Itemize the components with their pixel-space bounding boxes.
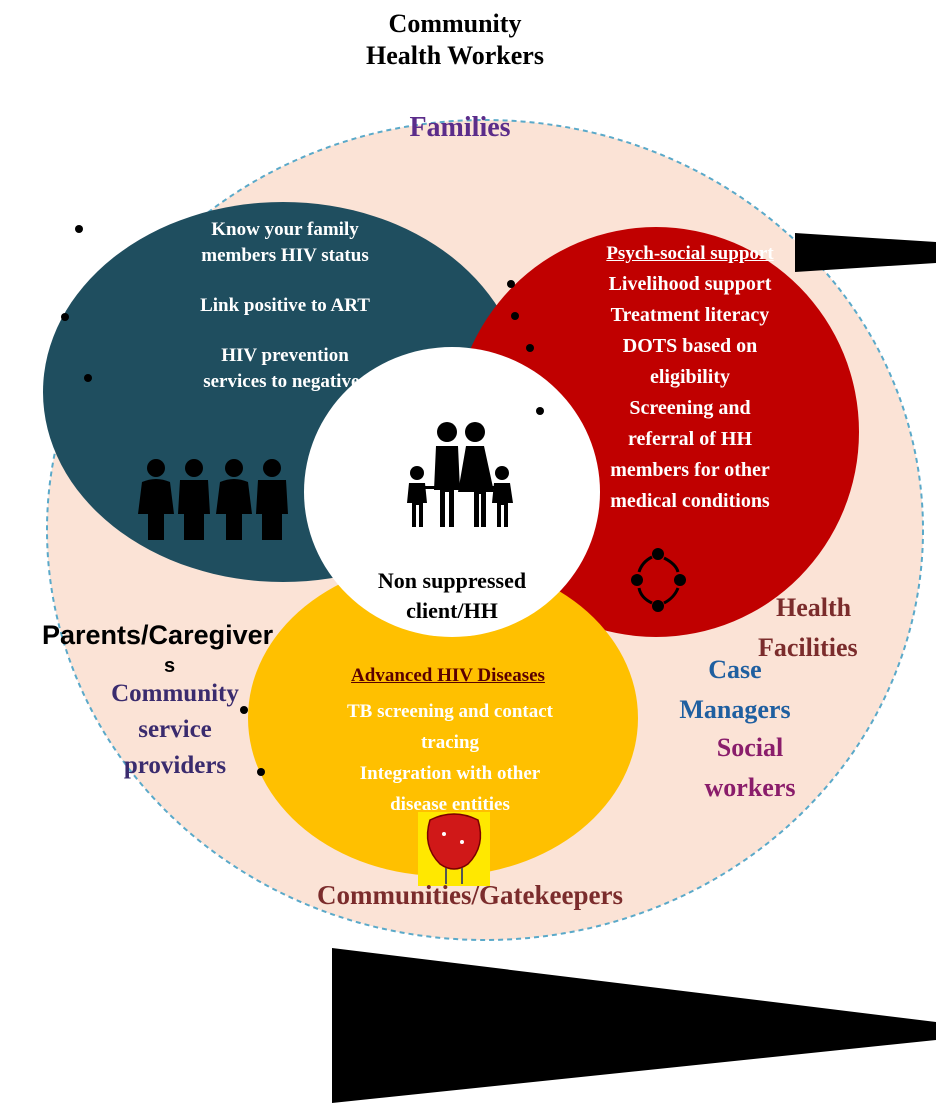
community-providers-label: Community service providers	[90, 676, 260, 784]
red-heading: Psych-social support	[606, 243, 774, 264]
blue-circle-text: Know your family members HIV status Link…	[150, 217, 420, 395]
top-arrow-wedge	[795, 233, 936, 272]
yellow-item: tracing	[420, 732, 480, 753]
bullet-dot	[61, 313, 69, 321]
people-group-icon	[138, 459, 288, 540]
providers-line-2: service	[138, 716, 212, 743]
red-item: Livelihood support	[608, 273, 772, 295]
top-title-line-2: Health Workers	[366, 41, 544, 70]
red-item: Treatment literacy	[610, 304, 770, 326]
case-managers-label: Case Managers	[660, 650, 810, 730]
red-item: eligibility	[650, 366, 730, 388]
bullet-dot	[536, 407, 544, 415]
center-label-line-2: client/HH	[406, 598, 498, 623]
family-icon	[407, 422, 513, 527]
red-badge-icon	[418, 812, 490, 886]
yellow-item: disease entities	[390, 794, 510, 815]
providers-line-3: providers	[123, 752, 227, 779]
blue-item: Link positive to ART	[200, 295, 370, 316]
center-label: Non suppressed client/HH	[340, 566, 564, 626]
facilities-line-1: Health	[776, 593, 852, 622]
red-circle-text: Psych-social support Livelihood support …	[560, 238, 820, 517]
red-item: members for other	[610, 459, 770, 481]
yellow-circle-heading: Advanced HIV Diseases	[351, 665, 545, 686]
bullet-dot	[507, 280, 515, 288]
yellow-circle	[248, 560, 638, 876]
bullet-dot	[511, 312, 519, 320]
communities-gatekeepers-label: Communities/Gatekeepers	[317, 880, 623, 910]
bullet-dot	[75, 225, 83, 233]
top-title: Community Health Workers	[305, 8, 605, 72]
red-item: Screening and	[629, 397, 751, 419]
yellow-circle-text: TB screening and contact tracing Integra…	[290, 696, 610, 820]
bullet-dot	[257, 768, 265, 776]
facilities-line-2: Facilities	[758, 633, 858, 662]
bullet-dot	[526, 344, 534, 352]
blue-item: Know your family	[211, 219, 359, 240]
blue-item: members HIV status	[201, 245, 369, 266]
parents-caregivers-label: Parents/Caregiver s	[42, 615, 302, 677]
red-item: referral of HH	[627, 428, 752, 450]
bottom-arrow-wedge	[332, 948, 936, 1103]
parents-line-1: Parents/Caregiver	[42, 620, 274, 650]
bullet-dot	[240, 706, 248, 714]
red-item: DOTS based on	[622, 335, 758, 357]
health-facilities-label: Health Facilities	[756, 588, 896, 668]
blue-item: services to negatives	[203, 371, 367, 392]
center-label-line-1: Non suppressed	[377, 568, 527, 593]
top-title-line-1: Community	[388, 9, 522, 38]
social-workers-label: Social workers	[680, 728, 820, 808]
families-label: Families	[409, 112, 511, 143]
case-line-2: Managers	[679, 695, 791, 724]
social-line-2: workers	[704, 773, 796, 802]
parents-line-2: s	[164, 655, 176, 677]
bullet-dot	[84, 374, 92, 382]
red-item: medical conditions	[610, 490, 770, 512]
yellow-item: TB screening and contact	[346, 701, 553, 722]
yellow-item: Integration with other	[359, 763, 541, 784]
case-line-1: Case	[708, 655, 762, 684]
cycle-arrows-icon	[631, 548, 686, 612]
providers-line-1: Community	[111, 680, 239, 707]
blue-item: HIV prevention	[221, 345, 349, 366]
social-line-1: Social	[716, 733, 784, 762]
